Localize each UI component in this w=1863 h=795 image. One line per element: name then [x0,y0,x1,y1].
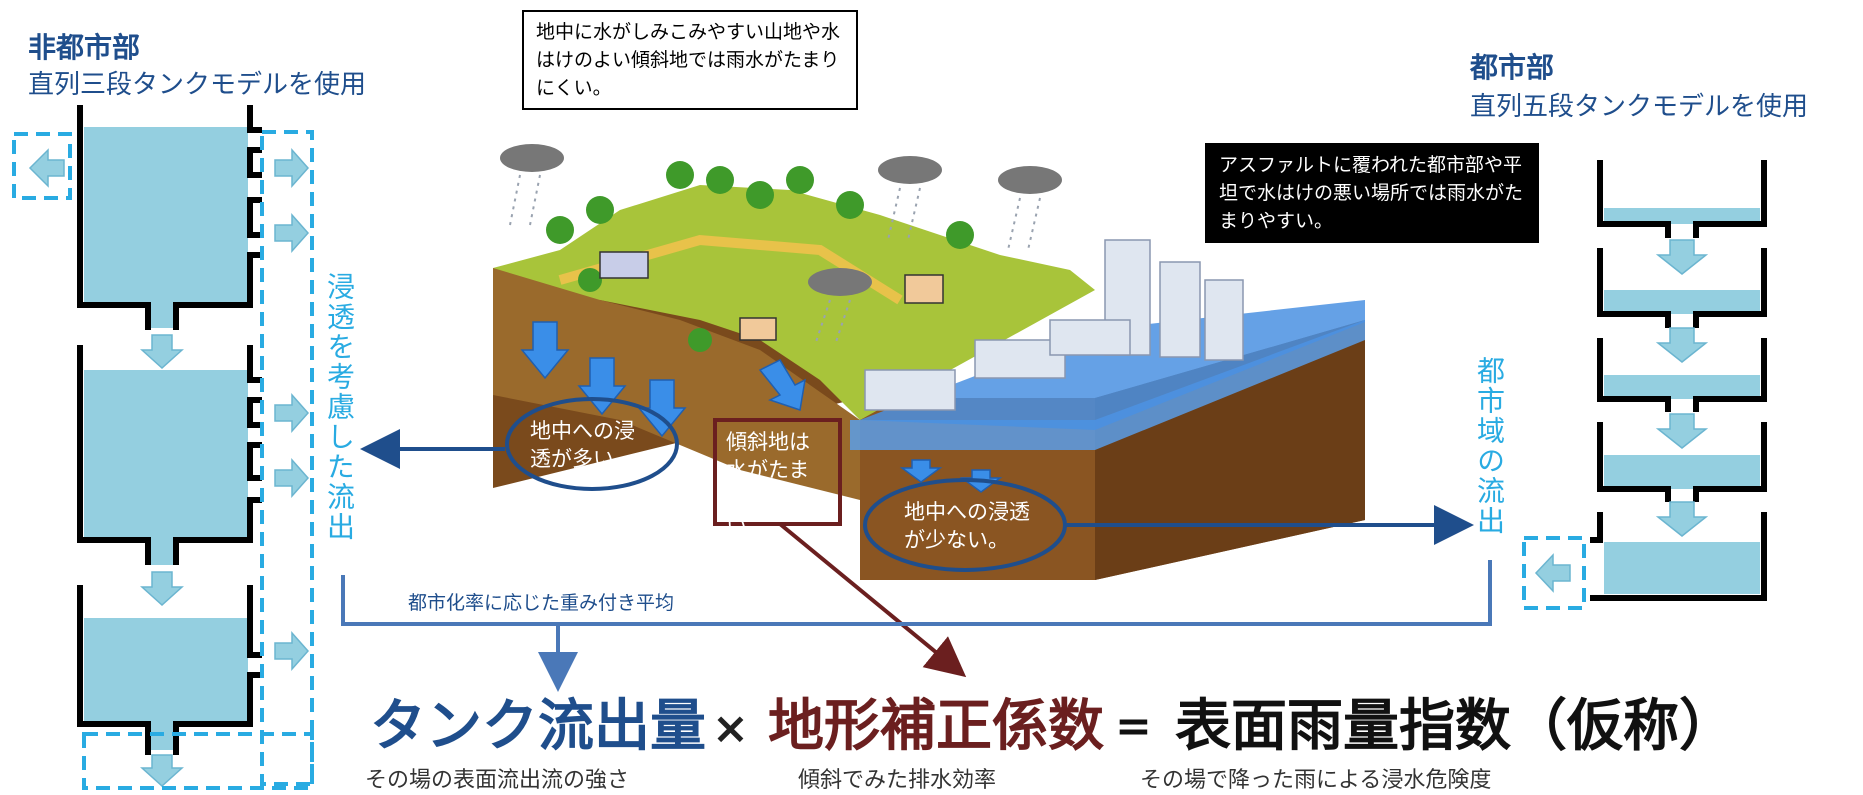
left-subheading: 直列三段タンクモデルを使用 [28,70,367,100]
down-arrow-icon [140,754,184,788]
right-heading: 都市部 [1470,51,1555,84]
surface-rain-index-term: 表面雨量指数（仮称） [1175,694,1735,759]
infiltration-high-oval [505,397,679,491]
right-subheading: 直列五段タンクモデルを使用 [1470,92,1809,122]
terrain-factor-term: 地形補正係数 [768,694,1104,759]
rain-cloud-icons [500,144,1062,296]
surface-rain-index-caption: その場で降った雨による浸水危険度 [1140,768,1492,793]
weighted-average-bracket [341,560,1492,626]
arrow-to-terrain-factor [778,522,967,678]
right-vertical-label: 都市域の流出 [1473,356,1506,536]
left-vertical-label: 浸透を考慮した流出 [323,272,356,542]
urban-outflow-box [1522,536,1586,610]
bottom-outflow-box [82,732,314,790]
tank-1-walls [77,105,262,330]
tank-2-water [84,370,248,540]
slope-note-text: 傾斜地は水がたまりにくい。 [726,430,810,538]
right-tank-model [1522,160,1767,610]
infiltration-arrow-icons [520,321,1003,493]
infiltration-high-text: 地中への浸透が多い。 [530,419,635,471]
equals-operator: = [1115,701,1152,752]
five-tank-walls [1590,160,1767,601]
left-heading: 非都市部 [28,31,141,64]
infiltration-low-text: 地中への浸透が少ない。 [904,500,1030,552]
tank-outflow-term: タンク流出量 [370,694,706,759]
side-outlet-arrows [28,148,310,671]
tank-3-water [84,618,248,724]
tank-outflow-caption: その場の表面流出流の強さ [365,768,630,793]
landscape-illustration [493,144,1365,580]
left-tank-model [12,105,314,790]
mountain-note: 地中に水がしみこみやすい山地や水はけのよい傾斜地では雨水がたまりにくい。 [522,10,858,110]
terrain-factor-caption: 傾斜でみた排水効率 [798,768,997,793]
down-arrow-icons [1534,239,1709,593]
weighted-average-label: 都市化率に応じた重み付き平均 [408,592,675,614]
down-arrow-icon [140,334,184,370]
urban-note: アスファルトに覆われた都市部や平坦で水はけの悪い場所では雨水がたまりやすい。 [1205,143,1539,243]
multiply-operator: × [712,703,749,754]
down-arrow-icon [140,571,184,607]
top-outflow-box [12,132,72,200]
tank-2-walls [77,345,262,565]
lateral-outflow-box [260,130,314,786]
tank-1-water [84,127,248,305]
slope-note-box [713,418,842,526]
